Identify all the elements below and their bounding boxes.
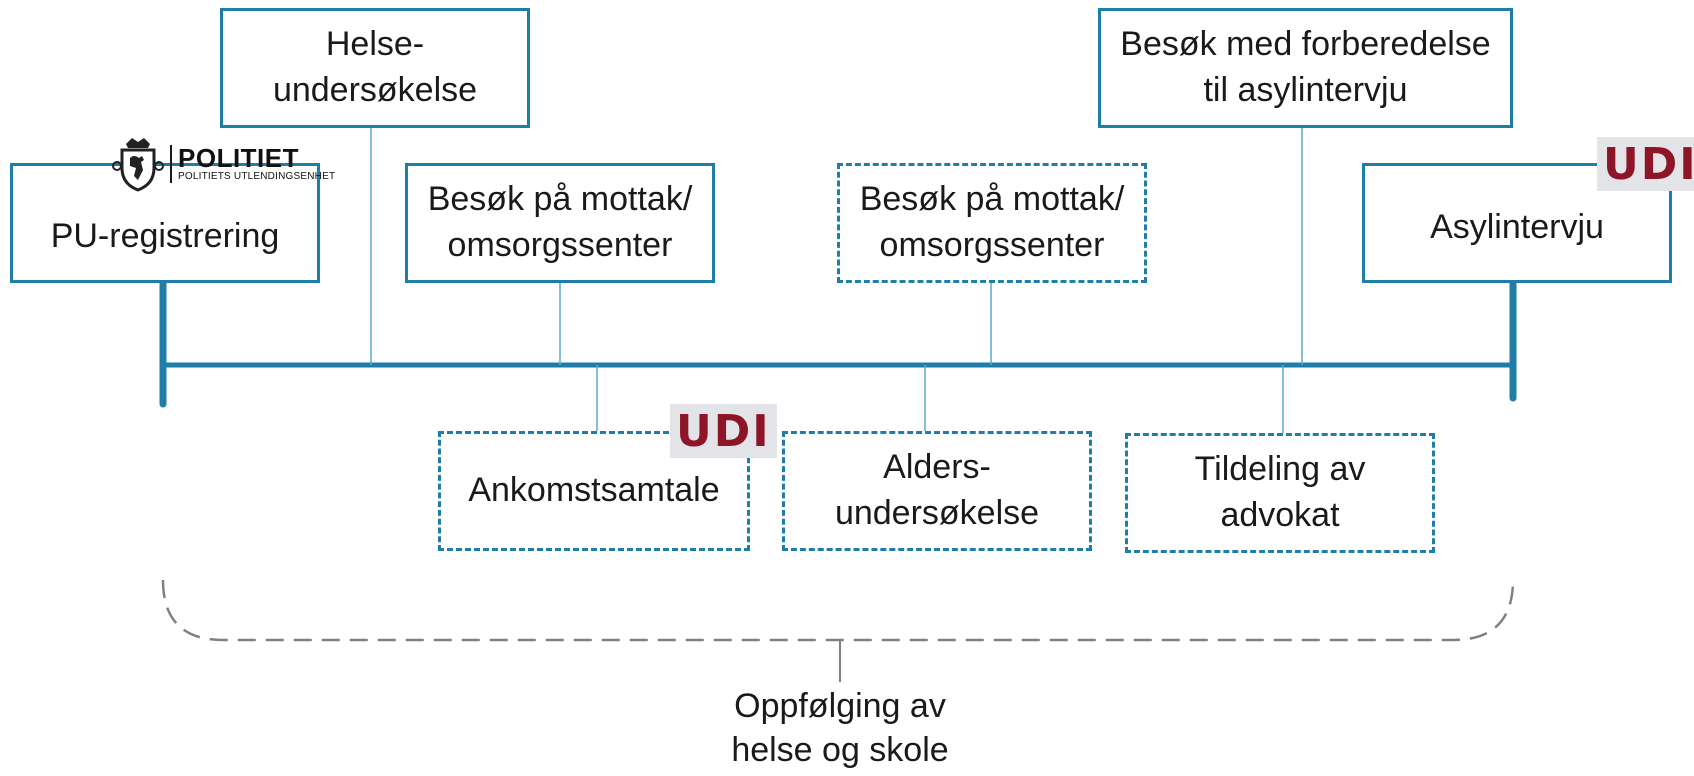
besok-mottak-box-1: Besøk på mottak/ omsorgssenter <box>405 163 715 283</box>
politiet-wordmark-main: POLITIET <box>178 143 299 173</box>
politiet-wordmark-sub: POLITIETS UTLENDINGSENHET <box>178 171 336 182</box>
forberedelse-label: Besøk med forberedelse til asylintervju <box>1120 25 1491 109</box>
pu-registrering-label: PU-registrering <box>50 217 280 256</box>
udi-logo-ankomst: UDI <box>670 404 777 458</box>
alder-box: Alders- undersøkelse <box>782 431 1092 551</box>
besok-mottak-box-2: Besøk på mottak/ omsorgssenter <box>837 163 1147 283</box>
pu-registrering-box: PU-registrering <box>10 163 320 283</box>
besok-mottak-label-1: Besøk på mottak/ omsorgssenter <box>427 180 693 264</box>
followup-bracket <box>161 579 1515 642</box>
advokat-label: Tildeling av advokat <box>1194 450 1366 534</box>
udi-logo-asylintervju: UDI <box>1597 137 1694 191</box>
besok-mottak-label-2: Besøk på mottak/ omsorgssenter <box>859 180 1125 264</box>
followup-label: Oppfølging av helse og skole <box>731 687 949 770</box>
alder-label: Alders- undersøkelse <box>834 448 1040 532</box>
helse-label: Helse- undersøkelse <box>272 25 478 109</box>
politiet-wordmark: POLITIET POLITIETS UTLENDINGSENHET <box>170 145 335 183</box>
advokat-box: Tildeling av advokat <box>1125 433 1435 553</box>
ankomst-label: Ankomstsamtale <box>468 471 720 510</box>
helse-box: Helse- undersøkelse <box>220 8 530 128</box>
forberedelse-box: Besøk med forberedelse til asylintervju <box>1098 8 1513 128</box>
politiet-crest-icon <box>112 138 164 192</box>
asylintervju-label: Asylintervju <box>1430 208 1604 247</box>
politiet-logo: POLITIET POLITIETS UTLENDINGSENHET <box>112 136 335 192</box>
